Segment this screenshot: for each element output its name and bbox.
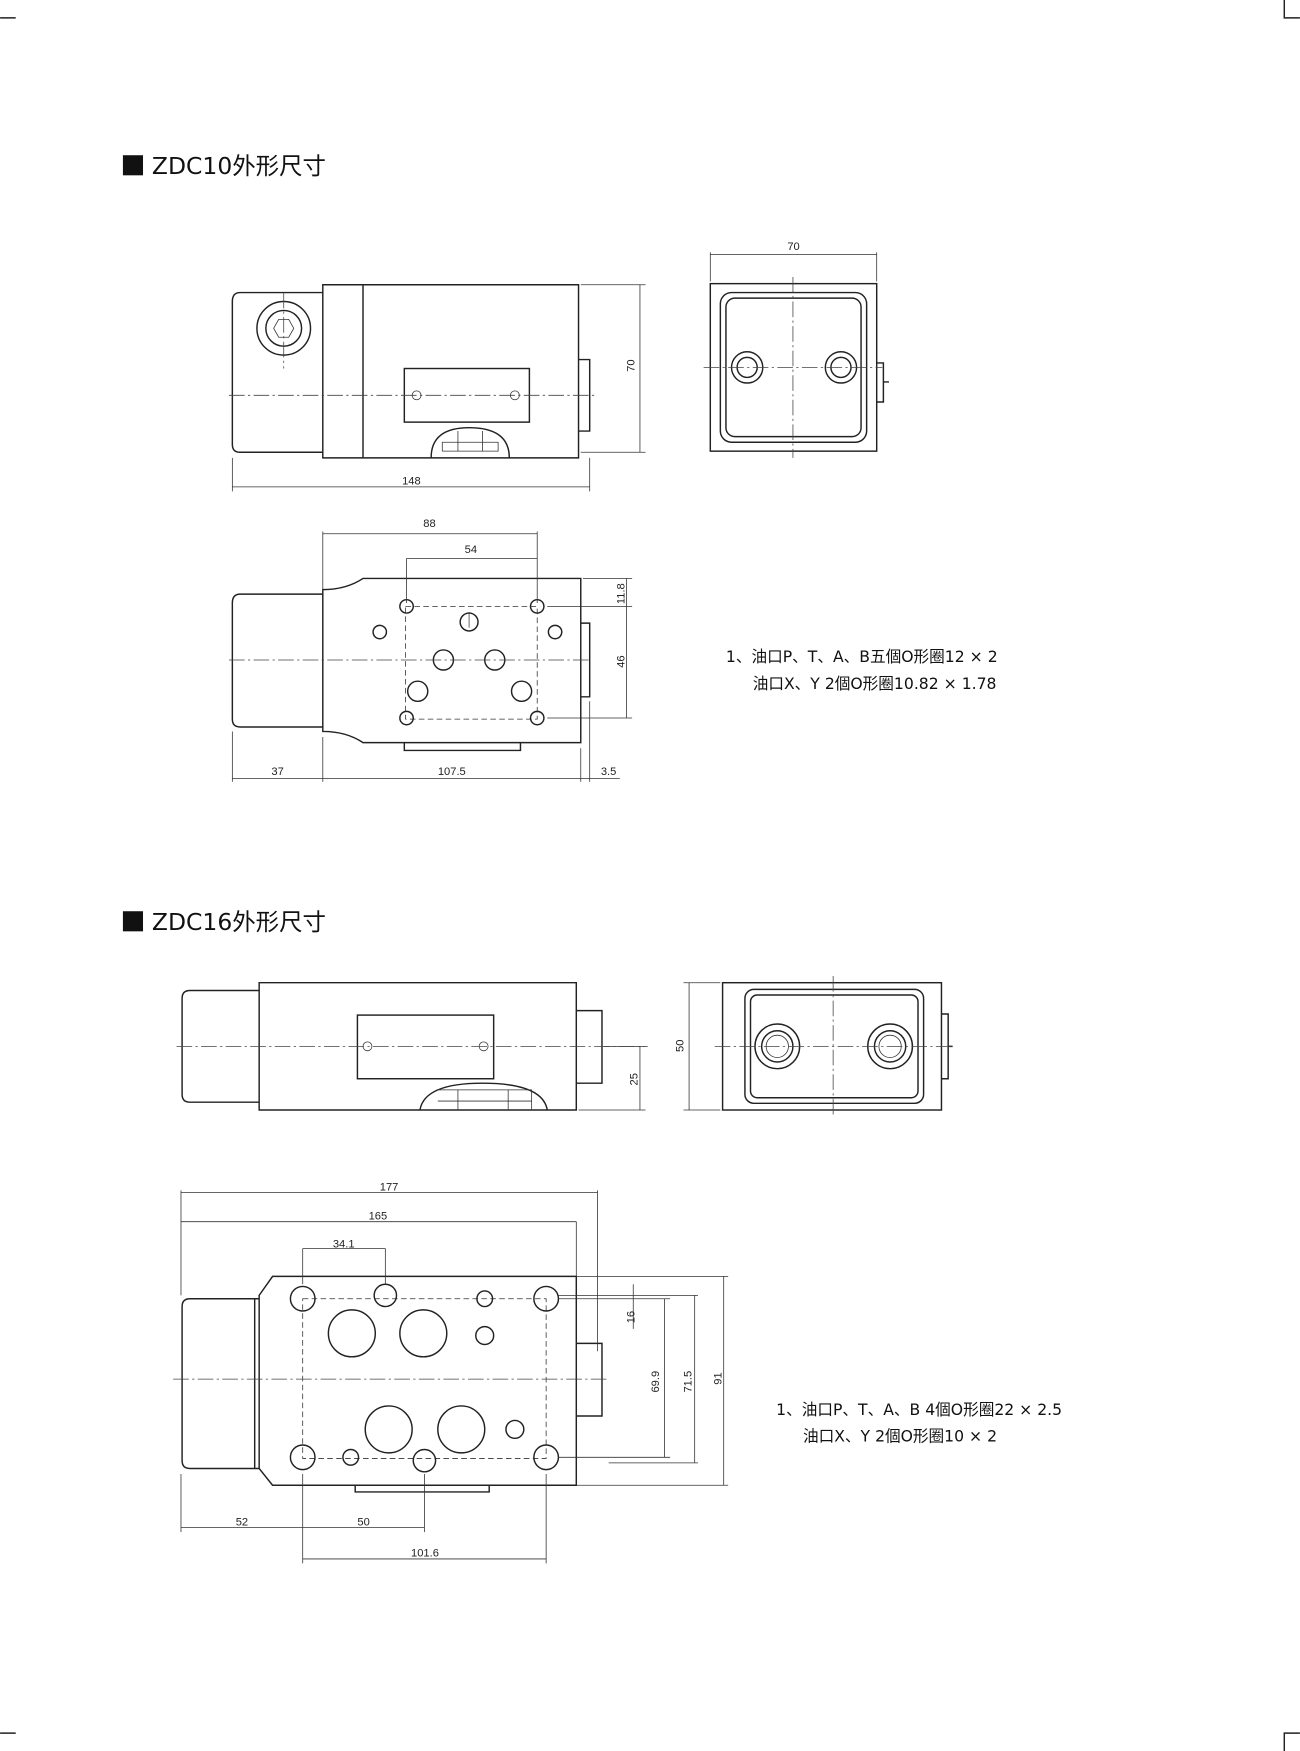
zdc10-side-view: 70 148: [229, 284, 646, 492]
svg-text:69.9: 69.9: [650, 1371, 662, 1393]
svg-text:101.6: 101.6: [411, 1548, 439, 1560]
svg-text:16: 16: [625, 1311, 637, 1323]
svg-text:50: 50: [357, 1516, 369, 1528]
zdc16-top-view: 177 165 34.1 16 69.9 71.5 91 52 50 101.6: [173, 1181, 729, 1564]
svg-text:54: 54: [465, 544, 477, 556]
svg-text:25: 25: [629, 1073, 641, 1085]
svg-text:46: 46: [615, 655, 627, 667]
svg-text:37: 37: [271, 766, 283, 778]
svg-text:11.8: 11.8: [615, 583, 627, 604]
zdc10-top-view: 88 54 11.8 46 37 107.5 3.5: [229, 518, 633, 782]
svg-text:50: 50: [675, 1040, 687, 1052]
svg-text:71.5: 71.5: [682, 1371, 694, 1393]
section-title-zdc16: ZDC16外形尺寸: [152, 908, 326, 936]
zdc16-side-view: 25: [176, 981, 648, 1111]
zdc10-note-1: 1、油口P、T、A、B五個O形圈12 × 2: [726, 647, 998, 666]
svg-text:3.5: 3.5: [601, 766, 617, 778]
zdc10-end-view: 70: [703, 241, 889, 458]
svg-text:70: 70: [625, 359, 637, 371]
zdc10-note-2: 油口X、Y 2個O形圈10.82 × 1.78: [753, 674, 997, 693]
zdc16-note-1: 1、油口P、T、A、B 4個O形圈22 × 2.5: [776, 1400, 1062, 1419]
svg-text:177: 177: [380, 1181, 399, 1193]
svg-text:52: 52: [236, 1516, 248, 1528]
zdc16-note-2: 油口X、Y 2個O形圈10 × 2: [803, 1427, 997, 1446]
svg-text:107.5: 107.5: [438, 766, 466, 778]
svg-text:148: 148: [402, 476, 421, 488]
svg-text:91: 91: [712, 1372, 724, 1384]
section-bullet-icon: [122, 155, 144, 176]
zdc16-end-view: 50: [675, 976, 955, 1117]
section-title-zdc10: ZDC10外形尺寸: [152, 152, 326, 180]
svg-text:70: 70: [787, 241, 799, 253]
section-bullet-icon: [122, 911, 144, 932]
svg-text:88: 88: [423, 518, 435, 530]
svg-text:165: 165: [369, 1210, 388, 1222]
svg-text:34.1: 34.1: [333, 1238, 355, 1250]
